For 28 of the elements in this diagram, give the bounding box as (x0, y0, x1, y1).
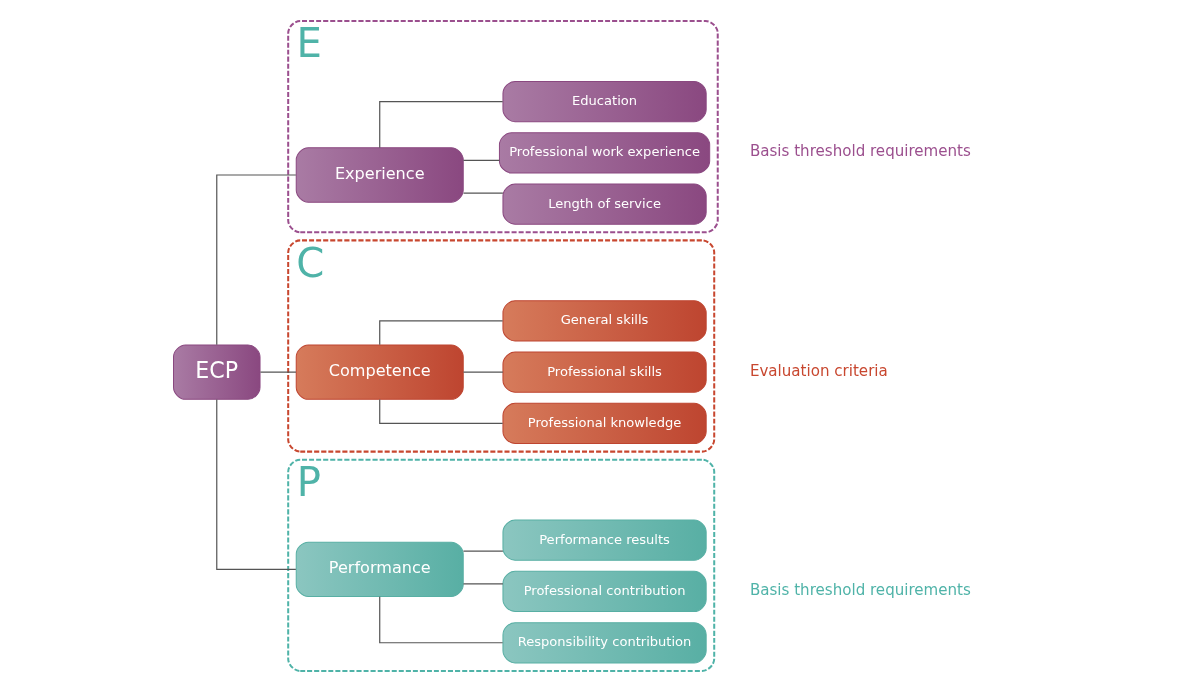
connector (215, 398, 296, 570)
node-box: Education (501, 80, 707, 122)
connector (378, 595, 503, 643)
node-box: Performance (295, 541, 464, 597)
connector (462, 159, 500, 161)
node-box: Length of service (501, 183, 707, 225)
node-box: General skills (501, 299, 707, 341)
node-box: Competence (295, 344, 464, 400)
connector (378, 100, 503, 148)
node-label: Basis threshold requirements (749, 141, 971, 160)
connector (259, 371, 297, 373)
connector (462, 371, 503, 373)
node-box: Experience (295, 146, 464, 203)
node-box: Performance results (501, 519, 707, 561)
connector (378, 398, 503, 424)
connector (462, 192, 503, 194)
node-box: Professional skills (501, 351, 707, 393)
connector (462, 582, 503, 584)
connector (378, 319, 503, 345)
node-label: Evaluation criteria (749, 361, 888, 380)
node-box: ECP (172, 344, 261, 400)
node-box: Professional knowledge (501, 402, 707, 444)
connector (215, 173, 296, 345)
node-box: Professional work experience (498, 131, 710, 173)
node-box: Professional contribution (501, 570, 707, 612)
node-box: Responsibility contribution (501, 621, 707, 663)
connector (462, 550, 503, 552)
node-label: Basis threshold requirements (749, 580, 971, 599)
